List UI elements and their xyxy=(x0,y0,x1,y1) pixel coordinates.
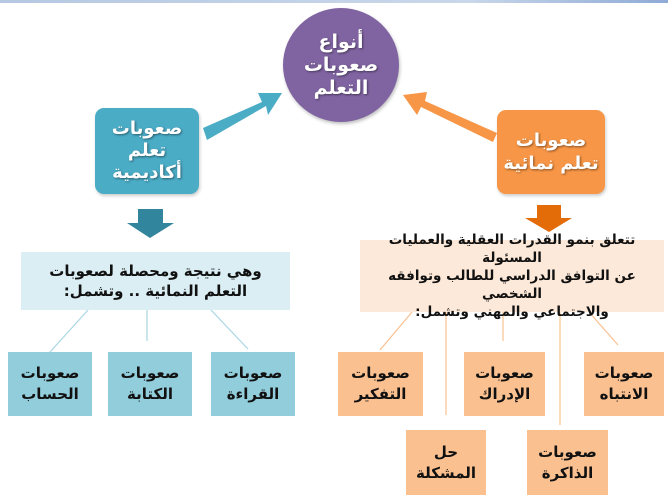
academic-label: صعوبات تعلم أكاديمية xyxy=(111,118,183,183)
leaf-calculation: صعوبات الحساب xyxy=(8,352,92,416)
leaf-calculation-label: صعوبات الحساب xyxy=(20,364,80,403)
top-border xyxy=(0,0,668,3)
leaf-writing: صعوبات الكتابة xyxy=(108,352,192,416)
arrow-developmental-to-root xyxy=(403,92,497,142)
leaf-reading-label: صعوبات القراءة xyxy=(223,364,283,403)
academic-description: وهي نتيجة ومحصلة لصعوبات التعلم النمائية… xyxy=(21,252,290,310)
leaf-memory-label: صعوبات الذاكرة xyxy=(538,442,597,482)
leaf-problem-solving: حل المشكلة xyxy=(406,430,486,495)
arrow-academic-to-root xyxy=(203,93,282,140)
leaf-attention-label: صعوبات الانتباه xyxy=(594,364,654,403)
connector-calculation xyxy=(49,309,89,353)
leaf-reading: صعوبات القراءة xyxy=(211,352,295,416)
down-arrow-developmental xyxy=(525,205,572,232)
leaf-perception: صعوبات الإدراك xyxy=(464,352,545,416)
developmental-label: صعوبات تعلم نمائية xyxy=(503,130,599,174)
leaf-writing-label: صعوبات الكتابة xyxy=(120,364,180,403)
down-arrow-academic xyxy=(127,209,174,238)
developmental-description-text: تتعلق بنمو القدرات العقلية والعمليات الم… xyxy=(388,232,636,320)
connector-attention xyxy=(588,311,619,346)
connector-thinking xyxy=(379,311,413,351)
leaf-thinking: صعوبات التفكير xyxy=(338,352,423,416)
developmental-difficulties-node: صعوبات تعلم نمائية xyxy=(497,110,605,194)
root-node: أنواع صعوبات التعلم xyxy=(283,8,399,122)
leaf-problem-solving-label: حل المشكلة xyxy=(415,442,477,482)
leaf-memory: صعوبات الذاكرة xyxy=(527,430,608,495)
root-label: أنواع صعوبات التعلم xyxy=(303,30,379,99)
developmental-description: تتعلق بنمو القدرات العقلية والعمليات الم… xyxy=(360,232,664,320)
connector-reading xyxy=(210,309,249,350)
academic-difficulties-node: صعوبات تعلم أكاديمية xyxy=(95,108,199,194)
leaf-thinking-label: صعوبات التفكير xyxy=(351,364,410,403)
leaf-perception-label: صعوبات الإدراك xyxy=(475,364,534,403)
academic-description-text: وهي نتيجة ومحصلة لصعوبات التعلم النمائية… xyxy=(49,262,262,300)
leaf-attention: صعوبات الانتباه xyxy=(584,352,664,416)
